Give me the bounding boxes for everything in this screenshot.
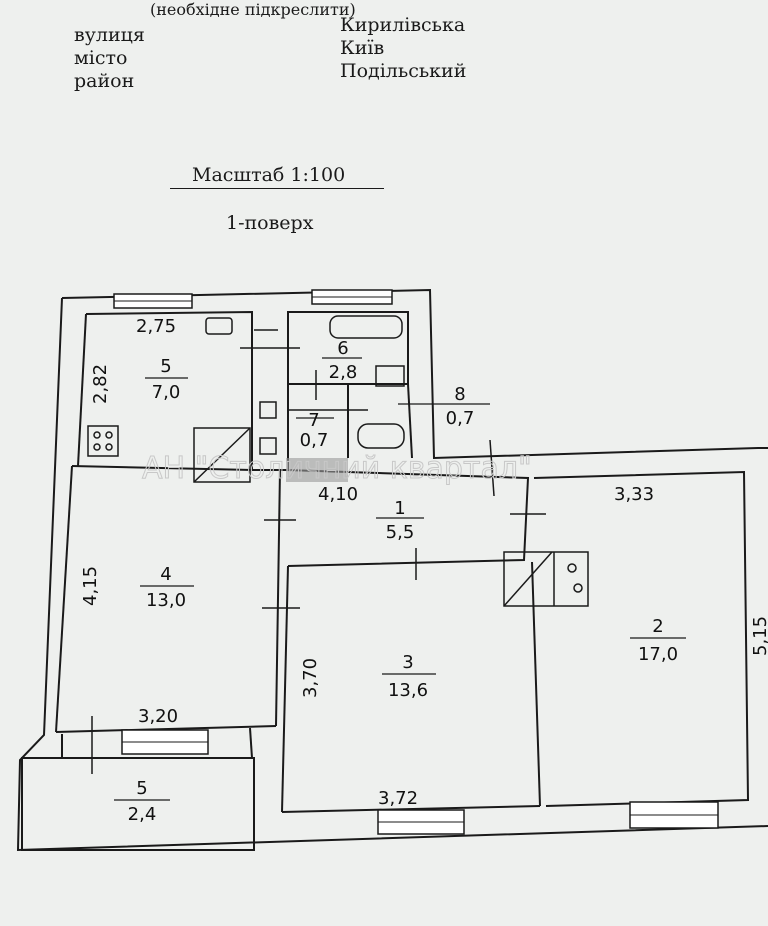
dim-kitchen-width: 2,75 (136, 316, 176, 337)
chimney-2-icon (503, 551, 589, 607)
scale-title: Масштаб 1:100 (192, 164, 346, 186)
room-5-area: 7,0 (152, 382, 181, 403)
dim-room4-height: 4,15 (80, 566, 101, 606)
balcony-number: 5 (136, 778, 147, 799)
room-4-area: 13,0 (146, 590, 186, 611)
walls (16, 288, 768, 852)
district-value: Подільський (340, 60, 467, 82)
balcony-area: 2,4 (128, 804, 157, 825)
sink-icon (205, 317, 233, 335)
dim-kitchen-height: 2,82 (90, 364, 111, 404)
toilet-icon (357, 423, 405, 449)
watermark: АН "Столичний квартал" (142, 451, 532, 486)
street-label: вулиця (74, 24, 145, 46)
scale-underline (170, 188, 384, 189)
hatched-block (286, 458, 348, 482)
dim-room3-width: 3,72 (378, 788, 418, 809)
underline-note: (необхідне підкреслити) (150, 0, 356, 19)
shower-icon (375, 365, 405, 387)
fixtures (87, 315, 589, 607)
room-3-area: 13,6 (388, 680, 428, 701)
room-3-number: 3 (402, 652, 413, 673)
dim-room3-height: 3,70 (300, 658, 321, 698)
room-5-number: 5 (160, 356, 171, 377)
vent-2-icon (259, 437, 277, 455)
city-value: Київ (340, 37, 385, 59)
dim-room2-width: 3,33 (614, 484, 654, 505)
room-6-area: 2,8 (329, 362, 358, 383)
room-7-number: 7 (308, 410, 319, 431)
door-marks (91, 329, 546, 774)
dim-room2-height: 5,15 (750, 616, 768, 656)
window-lines (114, 296, 718, 823)
room-1-number: 1 (394, 498, 405, 519)
stove-icon (87, 425, 119, 457)
room-2-number: 2 (652, 616, 663, 637)
bathtub-icon (329, 315, 403, 339)
chimney-1-icon (193, 427, 251, 483)
room-7-area: 0,7 (300, 430, 329, 451)
vent-1-icon (259, 401, 277, 419)
district-label: район (74, 70, 135, 92)
room-1-area: 5,5 (386, 522, 415, 543)
street-value: Кирилівська (340, 14, 466, 36)
floor-label: 1-поверх (226, 212, 314, 234)
room-8-area: 0,7 (446, 408, 475, 429)
label-lines (114, 357, 686, 801)
room-6-number: 6 (337, 338, 348, 359)
room-2-area: 17,0 (638, 644, 678, 665)
dim-room4-width: 3,20 (138, 706, 178, 727)
dim-corridor-width: 4,10 (318, 484, 358, 505)
room-8-number: 8 (454, 384, 465, 405)
room-4-number: 4 (160, 564, 171, 585)
city-label: місто (74, 47, 128, 69)
